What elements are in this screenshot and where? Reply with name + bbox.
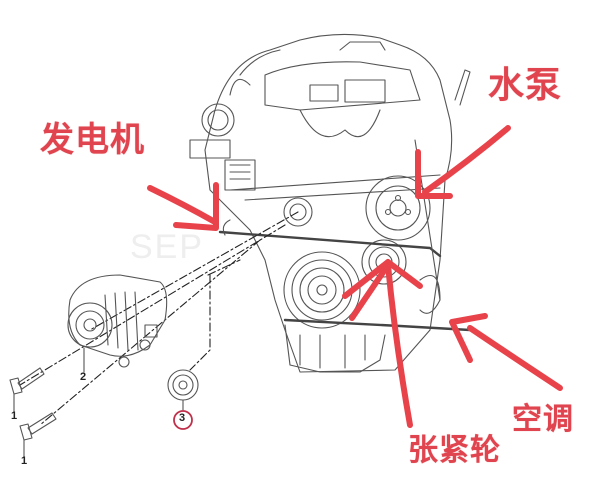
callout-alternator: 2 (80, 371, 87, 383)
water-pump-arrow (415, 125, 511, 199)
alternator-drawing (67, 274, 168, 368)
water-pump-label: 水泵 (488, 65, 563, 106)
callout-bolt-upper: 1 (11, 410, 18, 422)
tensioner-label: 张紧轮 (408, 433, 501, 468)
callout-bolt-lower: 1 (21, 455, 28, 467)
idler-callout-ring (173, 410, 193, 430)
watermark: SEP (130, 228, 205, 266)
bolts-drawing (9, 347, 85, 459)
air-conditioning-label: 空调 (512, 402, 574, 437)
assembly-leader-lines (19, 211, 299, 426)
generator-label: 发电机 (40, 120, 145, 160)
engine-block-drawing (189, 33, 472, 373)
idler-pulley-drawing (167, 369, 199, 411)
tensioner-arrow (342, 259, 423, 428)
ac-arrow (449, 313, 563, 391)
generator-arrow (147, 182, 219, 231)
callout-idler-pulley: 3 (179, 412, 186, 424)
